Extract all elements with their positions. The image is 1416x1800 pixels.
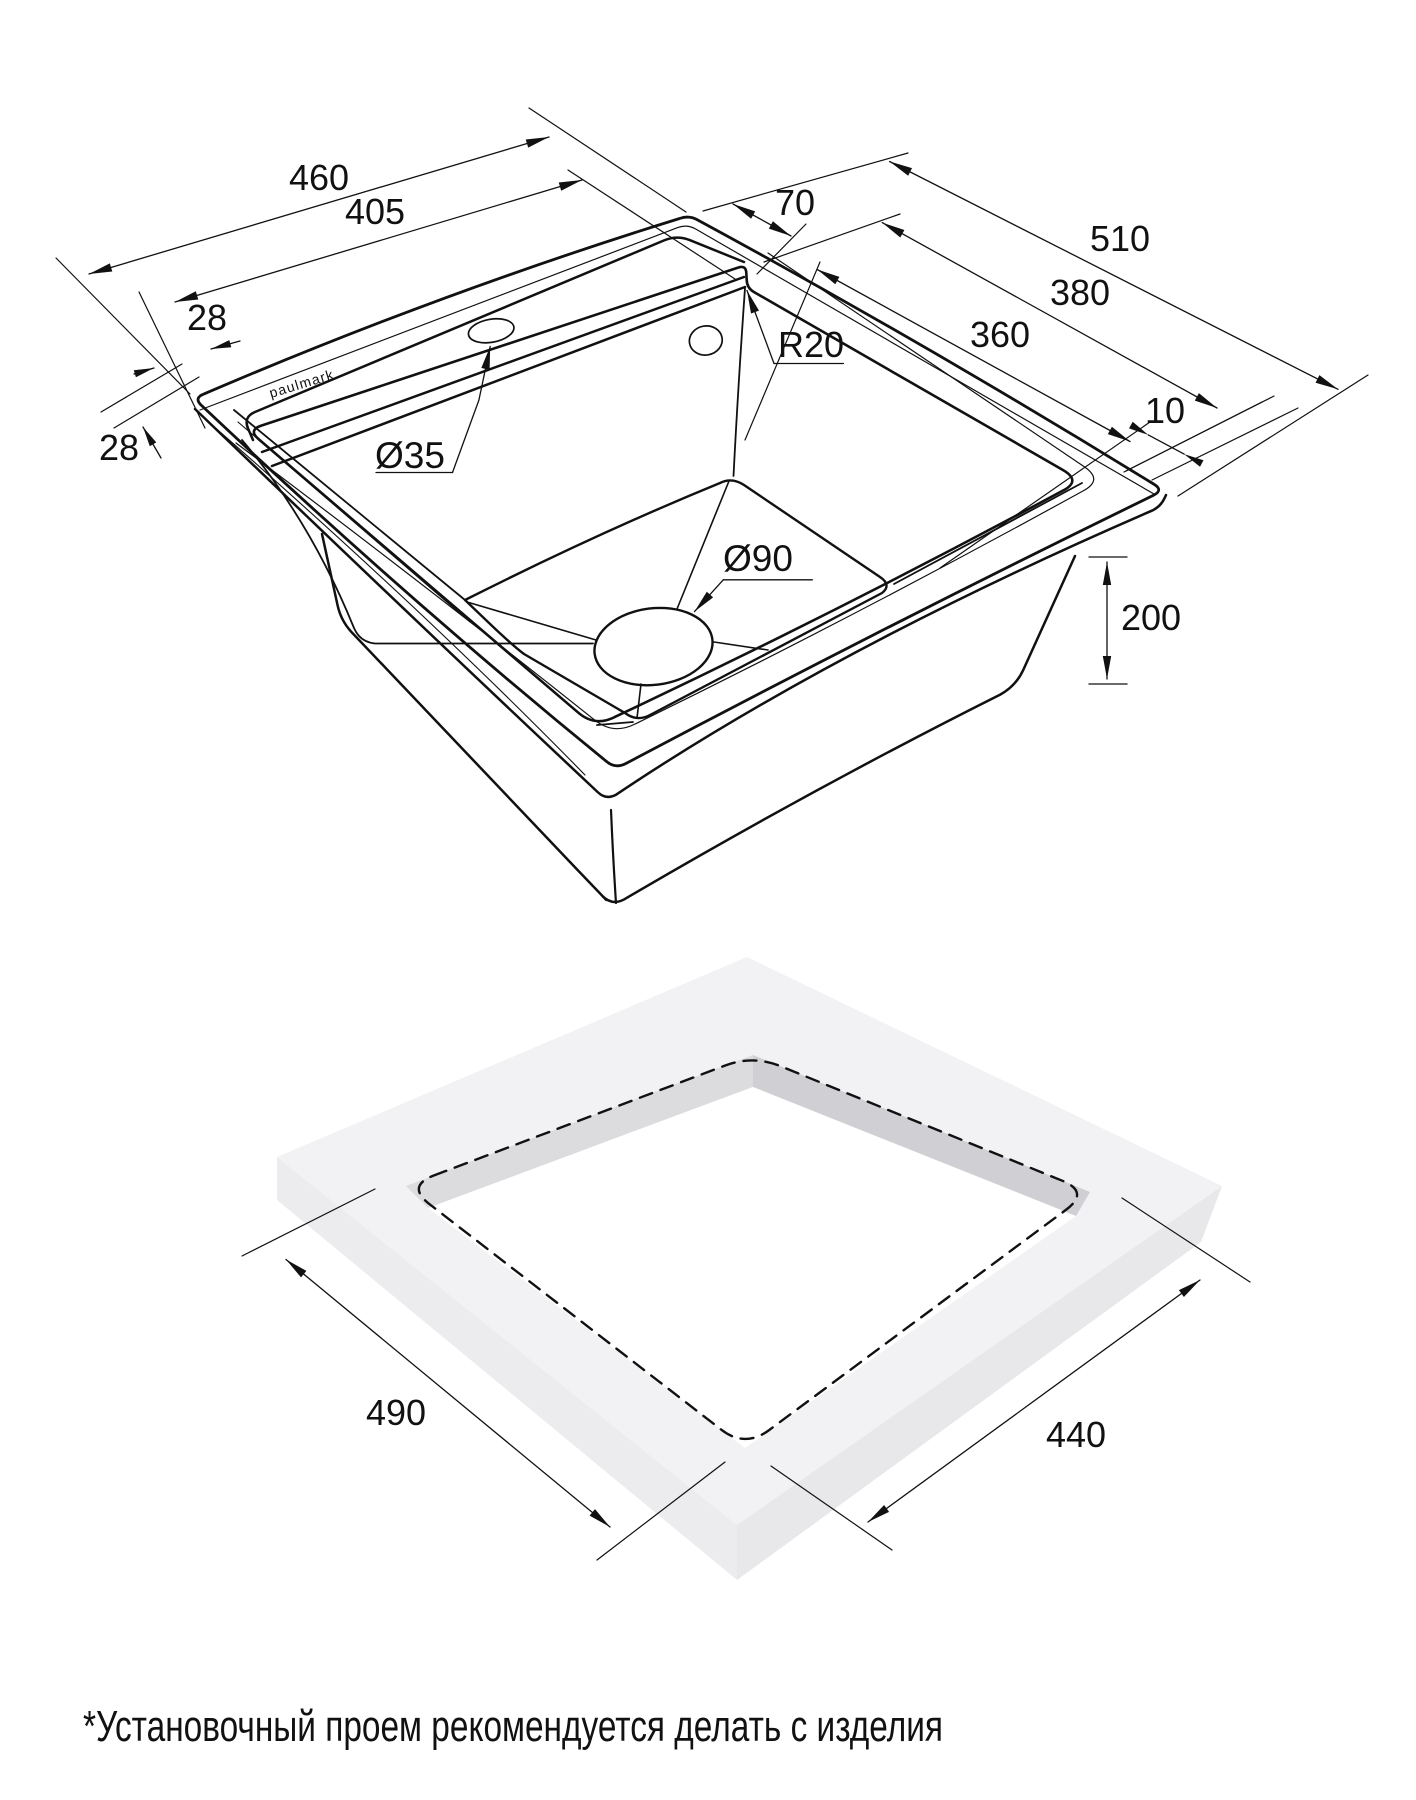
svg-text:*Установочный проем рекомендуе: *Установочный проем рекомендуется делать… <box>83 1702 943 1751</box>
svg-text:405: 405 <box>345 191 405 232</box>
svg-text:10: 10 <box>1145 390 1185 431</box>
svg-text:460: 460 <box>289 157 349 198</box>
svg-text:Ø90: Ø90 <box>723 538 793 579</box>
svg-text:360: 360 <box>970 314 1030 355</box>
svg-text:490: 490 <box>366 1392 426 1433</box>
svg-text:440: 440 <box>1046 1414 1106 1455</box>
svg-text:28: 28 <box>99 427 139 468</box>
svg-text:200: 200 <box>1121 597 1181 638</box>
svg-text:Ø35: Ø35 <box>375 435 445 476</box>
svg-text:70: 70 <box>775 182 815 223</box>
svg-text:380: 380 <box>1050 272 1110 313</box>
svg-text:510: 510 <box>1090 218 1150 259</box>
svg-text:28: 28 <box>187 297 227 338</box>
svg-text:R20: R20 <box>778 324 844 365</box>
